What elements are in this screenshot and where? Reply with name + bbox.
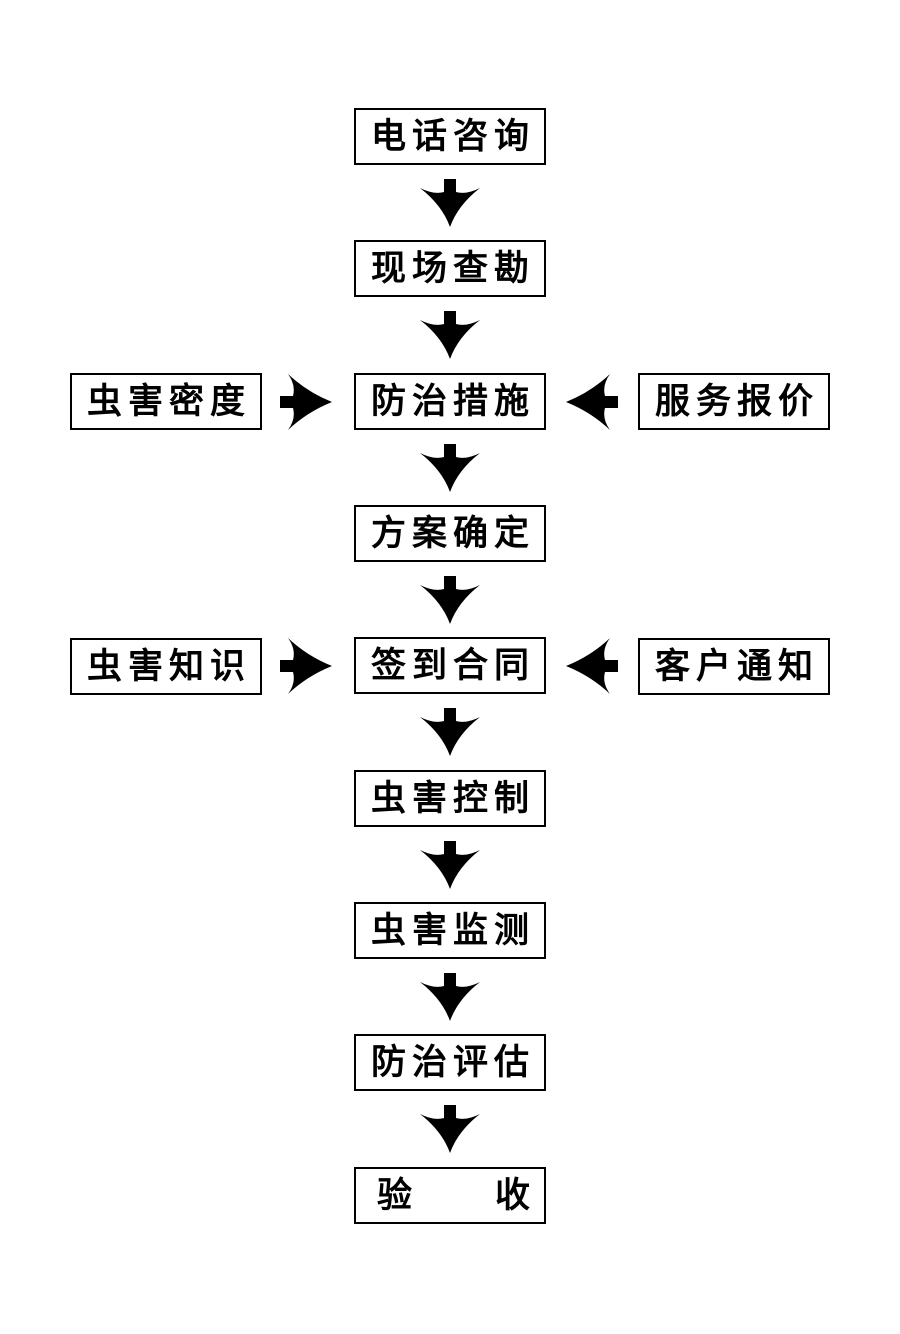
flow-node-control-measures: 防治措施 [354,373,546,430]
flow-node-label: 验收 [377,1176,530,1215]
flow-node-label: 虫害控制 [370,779,535,818]
flow-node-label: 签到合同 [370,646,535,685]
input-arrow-left-icon [566,374,618,430]
side-node-label: 服务报价 [654,382,819,421]
flow-node-label: 电话咨询 [370,117,535,156]
side-node-label: 虫害密度 [86,382,251,421]
flow-arrow-down-icon [420,1105,480,1153]
flow-node-label: 现场查勘 [370,249,535,288]
flow-node-label: 虫害监测 [370,911,535,950]
side-node-service-quote: 服务报价 [638,373,830,430]
side-node-pest-knowledge: 虫害知识 [70,638,262,695]
flow-node-site-survey: 现场查勘 [354,240,546,297]
flow-node-label: 方案确定 [370,514,535,553]
flow-arrow-down-icon [420,179,480,227]
side-node-label: 虫害知识 [86,647,251,686]
side-node-pest-density: 虫害密度 [70,373,262,430]
flow-arrow-down-icon [420,708,480,756]
flow-arrow-down-icon [420,576,480,624]
flow-arrow-down-icon [420,311,480,359]
flow-node-phone-consult: 电话咨询 [354,108,546,165]
flow-node-plan-confirm: 方案确定 [354,505,546,562]
flow-node-sign-contract: 签到合同 [354,637,546,694]
input-arrow-left-icon [566,638,618,694]
input-arrow-right-icon [280,374,332,430]
flow-node-pest-monitoring: 虫害监测 [354,902,546,959]
flow-node-label: 防治措施 [370,382,535,421]
side-node-label: 客户通知 [654,647,819,686]
side-node-customer-notice: 客户通知 [638,638,830,695]
flow-node-acceptance: 验收 [354,1167,546,1224]
flow-node-evaluation: 防治评估 [354,1034,546,1091]
flow-arrow-down-icon [420,973,480,1021]
flow-node-label: 防治评估 [370,1043,535,1082]
input-arrow-right-icon [280,638,332,694]
flow-arrow-down-icon [420,444,480,492]
flow-node-pest-control: 虫害控制 [354,770,546,827]
flow-arrow-down-icon [420,841,480,889]
